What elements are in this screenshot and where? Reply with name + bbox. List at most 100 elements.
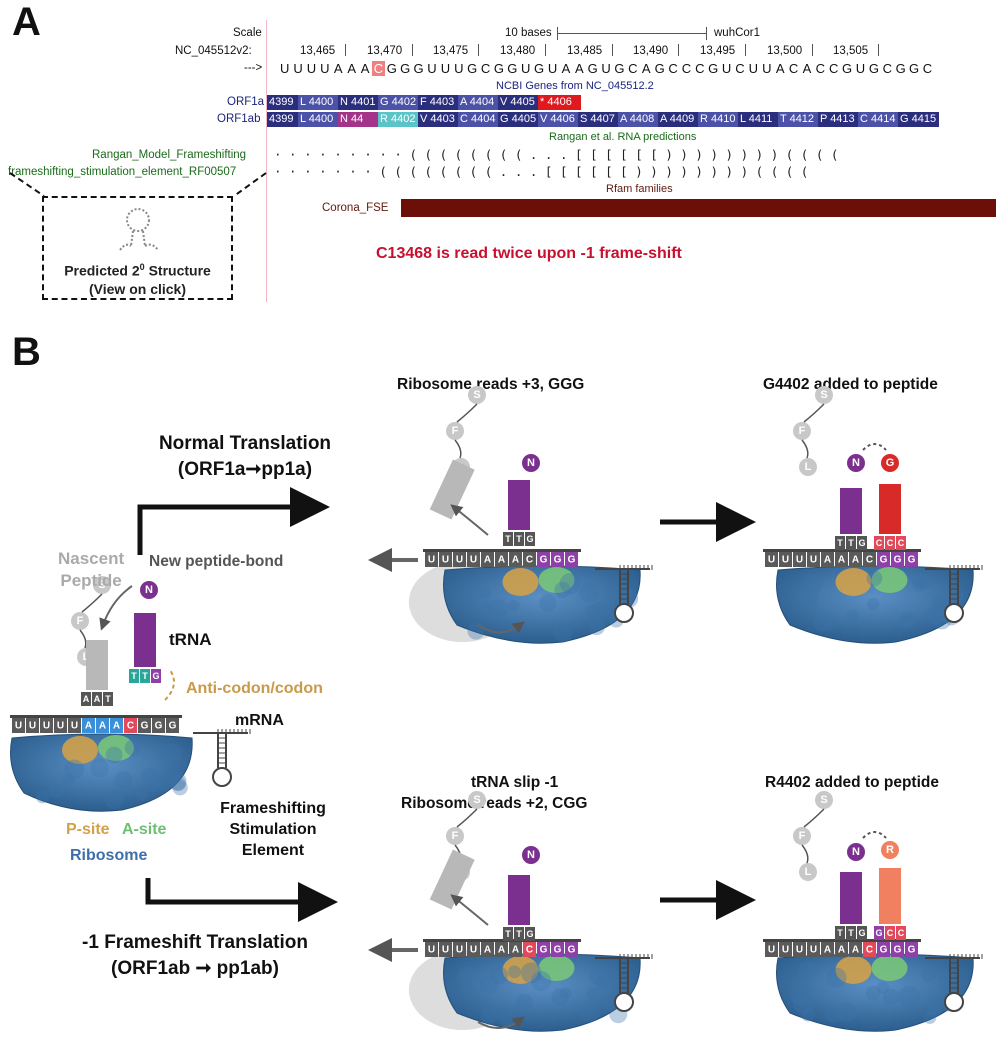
ribosome-texture xyxy=(172,780,187,795)
trna-label: tRNA xyxy=(169,630,212,650)
mrna-backbone xyxy=(423,939,581,942)
nucleotide-letter: A xyxy=(512,945,519,956)
trna-body xyxy=(508,875,530,925)
nascent-peptide-label: NascentPeptide xyxy=(58,548,124,592)
ribosome-texture xyxy=(31,772,44,785)
nucleotide-letter: A xyxy=(99,721,106,732)
trna-exit-arrow-top xyxy=(455,508,488,535)
nucleotide-letter: C xyxy=(526,945,533,956)
amino-acid-n-left-letter: N xyxy=(145,584,153,596)
ribosome-texture xyxy=(898,986,920,1008)
nucleotide-letter: U xyxy=(796,555,803,566)
anticodon-codon-label: Anti-codon/codon xyxy=(186,680,323,698)
trna-body xyxy=(840,488,862,534)
trna-body xyxy=(86,640,108,690)
anticodon-letter: C xyxy=(887,928,894,938)
peptide-link xyxy=(82,594,102,612)
nucleotide-letter: A xyxy=(852,555,859,566)
ribosome-texture xyxy=(49,784,63,798)
nucleotide-letter: A xyxy=(498,945,505,956)
trna-body xyxy=(840,872,862,924)
nucleotide-letter: U xyxy=(456,945,463,956)
leaving-trna-top xyxy=(430,460,475,520)
nucleotide-letter: A xyxy=(498,555,505,566)
ribosome-texture xyxy=(579,582,600,603)
new-peptide-bond-label: New peptide-bond xyxy=(149,553,283,571)
amino-acid-r-bot-right-letter: R xyxy=(886,844,894,856)
ribosome-texture xyxy=(135,787,149,801)
nucleotide-letter: U xyxy=(470,555,477,566)
anticodon-letter: G xyxy=(526,534,533,544)
amino-acid-l-letter: L xyxy=(805,461,812,473)
amino-acid-g-top-right-letter: G xyxy=(886,457,895,469)
nucleotide-letter: G xyxy=(554,555,562,566)
trna-p-top-right: TTG xyxy=(835,488,867,550)
amino-acid-s-letter: S xyxy=(820,794,827,806)
peptide-link xyxy=(802,440,808,458)
fse-hairpin xyxy=(193,729,250,786)
ribosome-texture xyxy=(867,598,879,610)
fse-loop xyxy=(945,993,963,1011)
anticodon-letter: T xyxy=(516,534,522,544)
anticodon-letter: T xyxy=(105,694,111,704)
a-site xyxy=(872,955,908,981)
peptide-link xyxy=(80,630,86,648)
amino-acid-s-letter: S xyxy=(473,389,480,401)
nucleotide-letter: U xyxy=(782,555,789,566)
nucleotide-letter: U xyxy=(71,721,78,732)
trna-exit-arrow-bot xyxy=(455,898,488,925)
nucleotide-letter: G xyxy=(540,945,548,956)
trna-body xyxy=(508,480,530,530)
anticodon-letter: T xyxy=(837,928,843,938)
ribosome xyxy=(11,734,193,811)
ribosome-texture xyxy=(590,966,610,986)
nucleotide-letter: C xyxy=(127,721,134,732)
mrna-backbone xyxy=(423,549,581,552)
mrna-bot-mid: UUUUAAACGGG xyxy=(423,939,581,957)
fse-loop xyxy=(615,604,633,622)
nucleotide-letter: U xyxy=(442,945,449,956)
nucleotide-letter: G xyxy=(155,721,163,732)
fse-loop xyxy=(615,993,633,1011)
trna-body xyxy=(134,613,156,667)
trna-a-top-right: CCC xyxy=(874,484,906,550)
ribosome-texture xyxy=(64,759,84,779)
ribosome-texture xyxy=(846,610,859,623)
p-site xyxy=(62,736,98,764)
nucleotide-letter: C xyxy=(866,945,873,956)
anticodon-letter: G xyxy=(858,538,865,548)
amino-acid-f-letter: F xyxy=(799,425,806,437)
ribosome-texture xyxy=(554,624,573,643)
amino-acid-n-top-right-letter: N xyxy=(852,457,860,469)
anticodon-letter: A xyxy=(83,694,90,704)
nucleotide-letter: U xyxy=(57,721,64,732)
ribosome xyxy=(409,562,640,643)
ribosome-texture xyxy=(588,618,605,635)
mrna-label: mRNA xyxy=(235,712,284,730)
ribosome-label: Ribosome xyxy=(70,847,147,865)
nucleotide-letter: G xyxy=(141,721,149,732)
peptide-link xyxy=(804,404,824,422)
nucleotide-letter: U xyxy=(768,945,775,956)
nucleotide-letter: U xyxy=(15,721,22,732)
ribosome-texture xyxy=(36,790,49,803)
ribosome-texture xyxy=(560,573,581,594)
trna-top-mid: TTG xyxy=(503,480,535,546)
mrna-backbone xyxy=(10,715,182,718)
nucleotide-letter: U xyxy=(428,555,435,566)
anticodon-letter: G xyxy=(858,928,865,938)
bond-arrow-top-right xyxy=(863,444,886,450)
amino-acid-s-letter: S xyxy=(820,389,827,401)
ribosome-texture xyxy=(552,988,569,1005)
fse-label: FrameshiftingStimulationElement xyxy=(203,798,343,861)
anticodon-letter: A xyxy=(94,694,101,704)
anticodon-letter: T xyxy=(142,671,148,681)
nucleotide-letter: G xyxy=(568,555,576,566)
nucleotide-letter: A xyxy=(113,721,120,732)
ribosome-texture xyxy=(866,570,882,586)
amino-acid-f-letter: F xyxy=(452,425,459,437)
mrna-top-right: UUUUAAACGGG xyxy=(763,549,921,567)
normal-path-arrow xyxy=(140,507,310,555)
nucleotide-letter: A xyxy=(838,945,845,956)
leaving-trna-bot xyxy=(430,850,475,910)
